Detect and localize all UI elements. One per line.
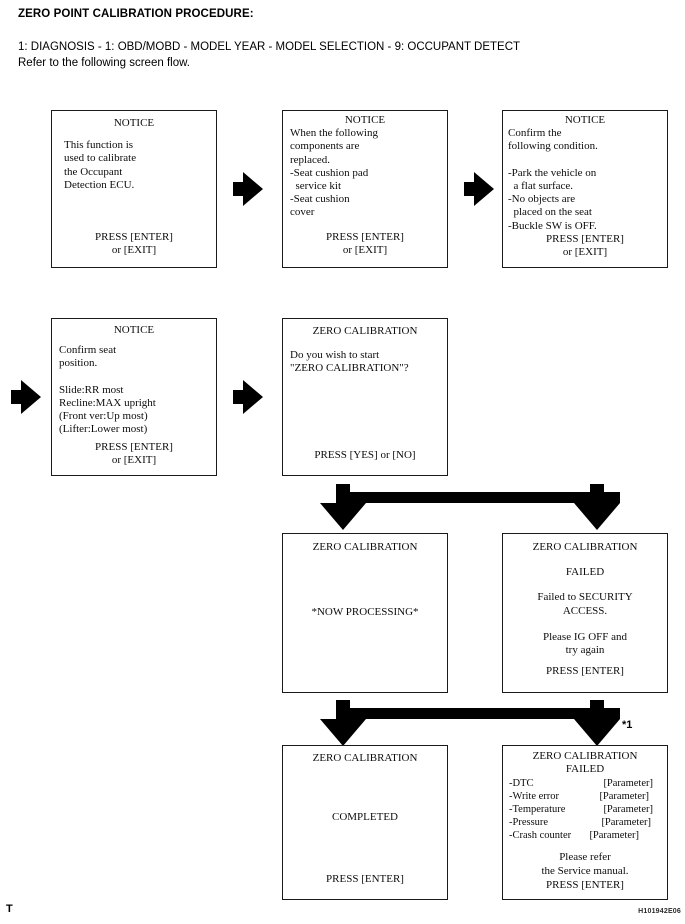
figure-id-label: H101942E06: [638, 908, 681, 915]
parameter-value: [Parameter]: [599, 791, 649, 803]
screen-notice-components: NOTICE When the following components are…: [282, 110, 448, 268]
screen-notice-function: NOTICE This function is used to calibrat…: [51, 110, 217, 268]
screen-title: NOTICE: [113, 117, 155, 129]
parameter-row: -Temperature [Parameter]: [509, 803, 657, 816]
menu-path-line: 1: DIAGNOSIS - 1: OBD/MOBD - MODEL YEAR …: [18, 41, 521, 53]
screen-footer: PRESS [ENTER] or [EXIT]: [95, 230, 173, 256]
screen-title: ZERO CALIBRATION: [312, 541, 418, 553]
screen-title: ZERO CALIBRATION: [312, 325, 418, 337]
parameter-row: -Crash counter [Parameter]: [509, 829, 657, 842]
connector-bar: [343, 492, 620, 503]
parameter-list: -DTC[Parameter]-Write error[Parameter]-T…: [509, 777, 667, 842]
parameter-value: [Parameter]: [601, 817, 651, 829]
screen-failed-security-access: ZERO CALIBRATION FAILED Failed to SECURI…: [502, 533, 668, 693]
flow-splitter-one: [320, 484, 620, 532]
arrow-right-icon: [464, 172, 494, 206]
screen-completed: ZERO CALIBRATION COMPLETED PRESS [ENTER]: [282, 745, 448, 900]
parameter-name: -Write error: [509, 791, 560, 803]
parameter-value: [Parameter]: [589, 830, 639, 842]
screen-body: Confirm seat position. Slide:RR most Rec…: [59, 344, 156, 436]
parameter-value: [Parameter]: [603, 804, 653, 816]
screen-subtitle: FAILED: [565, 566, 605, 579]
screen-body: Do you wish to start "ZERO CALIBRATION"?: [290, 349, 409, 375]
refer-instruction-line: Refer to the following screen flow.: [18, 57, 190, 69]
arrow-down-icon: [574, 700, 620, 746]
arrow-right-icon: [11, 380, 41, 414]
arrow-right-icon: [233, 172, 263, 206]
screen-title: ZERO CALIBRATION: [532, 541, 638, 553]
screen-footer: PRESS [ENTER]: [546, 878, 624, 891]
screen-failed-parameters: ZERO CALIBRATION FAILED -DTC[Parameter]-…: [502, 745, 668, 900]
arrow-down-icon: [574, 484, 620, 530]
parameter-row: -Write error [Parameter]: [509, 790, 657, 803]
screen-footer: PRESS [ENTER] or [EXIT]: [95, 440, 173, 466]
screen-subtitle: FAILED: [565, 763, 605, 776]
page-title: ZERO POINT CALIBRATION PROCEDURE:: [18, 8, 254, 20]
parameter-name: -Temperature: [509, 804, 566, 816]
arrow-down-icon: [320, 700, 366, 746]
arrow-right-icon: [233, 380, 263, 414]
screen-body: COMPLETED: [332, 811, 398, 824]
parameter-row: -Pressure [Parameter]: [509, 816, 657, 829]
page-corner-mark: T: [6, 903, 13, 915]
screen-notice-condition: NOTICE Confirm the following condition. …: [502, 110, 668, 268]
screen-body: Confirm the following condition. -Park t…: [508, 127, 598, 232]
screen-zero-calibration-start: ZERO CALIBRATION Do you wish to start "Z…: [282, 318, 448, 476]
screen-footer: PRESS [ENTER] or [EXIT]: [326, 230, 404, 256]
screen-footer: PRESS [ENTER]: [546, 664, 624, 677]
screen-title: ZERO CALIBRATION: [532, 750, 638, 762]
parameter-name: -DTC: [509, 778, 534, 790]
screen-notice-seat-position: NOTICE Confirm seat position. Slide:RR m…: [51, 318, 217, 476]
connector-bar: [343, 708, 620, 719]
screen-footer: PRESS [ENTER] or [EXIT]: [546, 232, 624, 258]
screen-title: NOTICE: [344, 114, 386, 126]
screen-footer: PRESS [YES] or [NO]: [314, 448, 416, 461]
screen-body: *NOW PROCESSING*: [311, 606, 419, 619]
screen-body: Failed to SECURITY ACCESS. Please IG OFF…: [537, 591, 633, 657]
parameter-name: -Pressure: [509, 817, 549, 829]
screen-body: When the following components are replac…: [290, 127, 378, 219]
screen-footer: PRESS [ENTER]: [326, 872, 404, 885]
parameter-name: -Crash counter: [509, 830, 572, 842]
screen-now-processing: ZERO CALIBRATION *NOW PROCESSING*: [282, 533, 448, 693]
screen-note: Please refer the Service manual.: [541, 851, 629, 877]
footnote-marker-star-one: *1: [622, 719, 633, 731]
screen-title: NOTICE: [564, 114, 606, 126]
screen-body: This function is used to calibrate the O…: [64, 139, 137, 191]
screen-title: ZERO CALIBRATION: [312, 752, 418, 764]
arrow-down-icon: [320, 484, 366, 530]
screen-title: NOTICE: [113, 324, 155, 336]
flow-splitter-two: [320, 700, 620, 748]
parameter-row: -DTC [Parameter]: [509, 777, 657, 790]
parameter-value: [Parameter]: [603, 778, 653, 790]
